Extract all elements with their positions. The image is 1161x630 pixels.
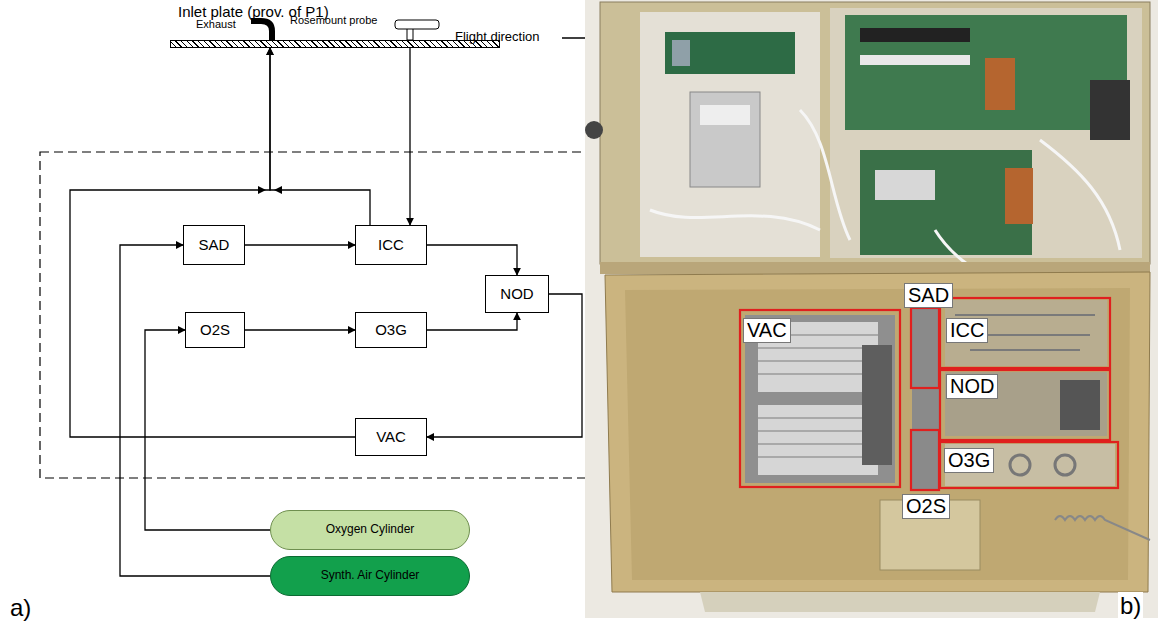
box-label: NOD [500,285,533,302]
process-box: O3G [355,312,427,348]
photo-callout: O3G [944,448,994,473]
box-label: VAC [376,428,406,445]
enclosure-dashed [40,152,612,478]
box-label: O3G [375,321,407,338]
process-box: O2S [185,312,245,348]
flow-arrow [70,48,355,437]
gas-cylinder: Oxygen Cylinder [270,510,470,550]
flow-arrow [145,330,270,530]
process-box: SAD [183,225,245,265]
flow-arrow [270,48,370,225]
exhaust-pipe [251,21,272,40]
process-box: ICC [355,225,427,265]
gas-cylinder: Synth. Air Cylinder [270,556,470,596]
direction-label: Flight direction [455,30,540,45]
flow-arrow [120,245,270,576]
flow-arrow [245,329,355,330]
part-label: Exhaust [196,18,236,31]
process-box: VAC [355,418,427,456]
photo-callout: ICC [946,318,988,343]
panel-letter: b) [1118,592,1143,620]
part-label: Rosemount probe [290,14,377,27]
rosemount-probe-symbol [395,20,439,40]
cylinder-label: Oxygen Cylinder [326,523,415,537]
box-label: ICC [378,236,404,253]
hatched-plate [170,40,500,48]
flow-arrow [245,244,355,245]
photo-callout: VAC [743,318,791,343]
cylinder-label: Synth. Air Cylinder [321,569,420,583]
box-label: SAD [199,236,230,253]
flow-arrow [427,245,517,275]
photo-callout: O2S [902,494,950,519]
process-box: NOD [485,275,549,313]
flow-arrow [427,294,582,437]
box-label: O2S [200,321,230,338]
flow-arrow [409,48,410,225]
panel-letter: a) [10,594,31,622]
photo-callout: NOD [946,374,998,399]
photo-callout: SAD [904,283,953,308]
instrument-photo [585,0,1158,618]
flow-arrow [427,313,517,330]
